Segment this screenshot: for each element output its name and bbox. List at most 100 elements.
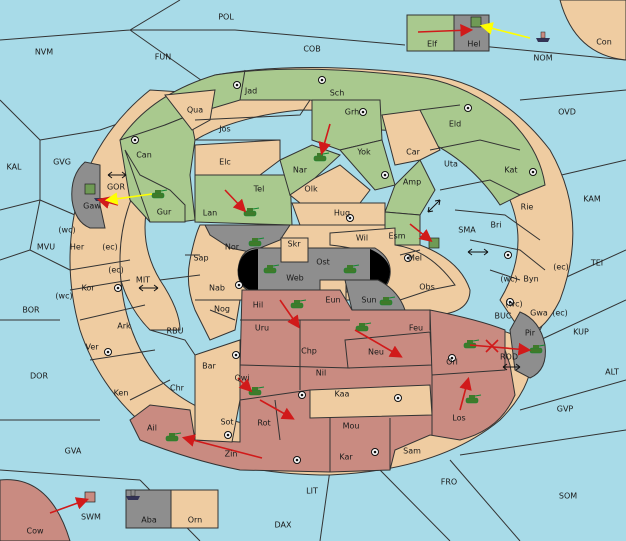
- label-her: Her: [70, 243, 85, 252]
- label-alt: ALT: [605, 368, 619, 377]
- label-neu: Neu: [368, 348, 384, 357]
- region-gur[interactable]: [124, 149, 186, 223]
- label-fun: FUN: [155, 53, 171, 62]
- region-kaa[interactable]: [309, 384, 433, 419]
- label-car: Car: [406, 148, 420, 157]
- label-sma: SMA: [458, 226, 476, 235]
- tank-icon: [248, 237, 265, 247]
- label-gwa: Gwa: [530, 309, 548, 318]
- label-pol: POL: [218, 13, 234, 22]
- label-kam: KAM: [583, 195, 601, 204]
- tank-icon: [263, 264, 280, 274]
- label-yok: Yok: [356, 148, 371, 157]
- label-ark: Ark: [117, 322, 131, 331]
- province-borders: [69, 69, 546, 472]
- cancel-mark: [485, 339, 499, 353]
- tank-icon: [290, 299, 307, 309]
- label-buc: BUC: [495, 312, 512, 321]
- tank-icon: [243, 207, 260, 217]
- label-jos: Jos: [218, 125, 230, 134]
- label-mou: Mou: [343, 422, 360, 431]
- label-hil: Hil: [253, 301, 263, 310]
- label-chp: Chp: [301, 347, 317, 356]
- label-sch: Sch: [330, 89, 345, 98]
- label-bri: Bri: [491, 221, 502, 230]
- label-kat: Kat: [504, 166, 517, 175]
- ship-icon: [126, 489, 140, 500]
- region-elc[interactable]: [194, 139, 281, 176]
- region-elf[interactable]: [406, 14, 455, 52]
- label-byn: Byn: [523, 275, 538, 284]
- label-tel: Tel: [253, 185, 265, 194]
- label-cob: COB: [303, 45, 320, 54]
- label-orl: Orl: [446, 358, 458, 367]
- region-tel-lan[interactable]: [194, 174, 293, 226]
- label-can: Can: [136, 151, 152, 160]
- tank-icon: [428, 237, 440, 249]
- label-ost: Ost: [316, 258, 330, 267]
- label-esm: Esm: [388, 232, 405, 241]
- label-ec2: (ec): [108, 266, 124, 275]
- label-nar: Nar: [293, 166, 308, 175]
- label-ec4: (ec): [552, 309, 568, 318]
- region-gaw[interactable]: [71, 161, 106, 229]
- label-mit: MIT: [136, 276, 150, 285]
- label-ec3: (ec): [553, 263, 569, 272]
- label-wc1: (wc): [58, 226, 75, 235]
- label-bar: Bar: [202, 362, 216, 371]
- label-amp: Amp: [403, 178, 421, 187]
- region-orn[interactable]: [170, 489, 219, 529]
- label-ver: Ver: [85, 343, 99, 352]
- label-ec1: (ec): [102, 243, 118, 252]
- label-kaa: Kaa: [335, 390, 350, 399]
- region-skr[interactable]: [280, 237, 309, 263]
- label-obs: Obs: [419, 283, 435, 292]
- label-rod: ROD: [500, 353, 518, 362]
- label-dax: DAX: [275, 521, 292, 530]
- label-kal: KAL: [6, 163, 22, 172]
- region-car[interactable]: [381, 109, 441, 166]
- tank-icon: [379, 296, 396, 306]
- label-elf: Elf: [427, 40, 437, 49]
- label-hug: Hug: [334, 209, 350, 218]
- label-olk: Olk: [304, 185, 318, 194]
- label-los: Los: [452, 414, 465, 423]
- region-amp[interactable]: [384, 159, 436, 216]
- label-zin: Zin: [225, 450, 238, 459]
- tank-icon: [355, 322, 372, 332]
- label-tei: TEI: [590, 259, 603, 268]
- region-bar-sot[interactable]: [194, 339, 241, 443]
- label-nom: NOM: [533, 54, 552, 63]
- label-sap: Sap: [193, 254, 208, 263]
- label-uta: Uta: [444, 160, 458, 169]
- label-ail: Ail: [147, 424, 157, 433]
- tank-icon: [343, 264, 360, 274]
- label-sun: Sun: [361, 296, 376, 305]
- label-kar: Kar: [339, 453, 353, 462]
- label-kor: Kor: [81, 284, 95, 293]
- label-con: Con: [596, 38, 612, 47]
- capital-wall-west: [238, 249, 258, 292]
- label-som: SOM: [559, 492, 577, 501]
- label-mvu: MVU: [37, 243, 55, 252]
- label-gvp: GVP: [557, 405, 574, 414]
- label-sam: Sam: [403, 447, 421, 456]
- label-elc: Elc: [219, 158, 231, 167]
- label-rot: Rot: [257, 419, 270, 428]
- label-eun: Eun: [325, 296, 340, 305]
- label-lan: Lan: [203, 209, 217, 218]
- label-hel: Hel: [467, 40, 480, 49]
- convoy-arrows: [104, 22, 531, 206]
- label-kup: KUP: [573, 328, 589, 337]
- label-gvg: GVG: [53, 158, 71, 167]
- tank-icon: [165, 432, 182, 442]
- label-gor: GOR: [107, 183, 125, 192]
- label-ken: Ken: [114, 389, 129, 398]
- label-wc4: (wc): [505, 300, 522, 309]
- label-gur: Gur: [157, 208, 172, 217]
- label-web: Web: [286, 274, 303, 283]
- label-wil: Wil: [356, 234, 368, 243]
- region-labels: POL NVM FUN COB KAL GVG MVU BOR DOR GVA …: [6, 13, 618, 536]
- label-feu: Feu: [409, 324, 423, 333]
